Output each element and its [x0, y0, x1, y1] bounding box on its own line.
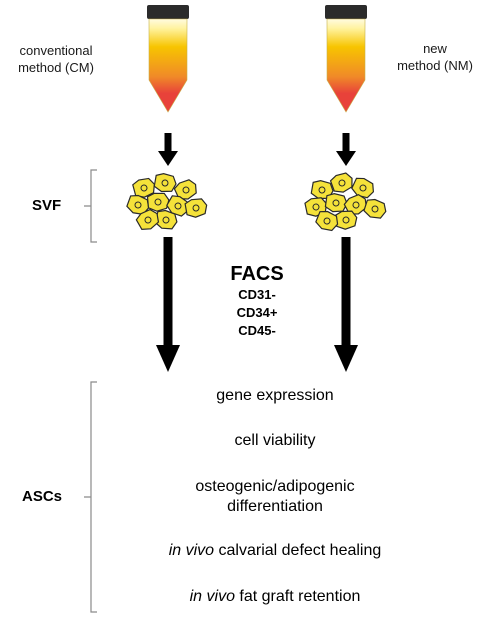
cm-label-line2: method (CM) [18, 60, 94, 75]
left-tube-body [148, 18, 188, 113]
cell [135, 208, 160, 230]
nm-label-line2: method (NM) [397, 58, 473, 73]
cell [324, 193, 348, 213]
left-tube-cap [147, 5, 189, 19]
facs-title: FACS [230, 263, 284, 285]
assay-calvarial-in-vivo: in vivo [168, 542, 215, 559]
ascs-bracket [84, 381, 97, 613]
assay-differentiation: osteogenic/adipogenic differentiation [160, 477, 390, 517]
cell [153, 172, 177, 193]
facs-marker-cd31: CD31- [238, 287, 276, 302]
svf-bracket [84, 169, 97, 243]
facs-block: FACS CD31- CD34+ CD45- [207, 262, 307, 340]
cm-label-line1: conventional [19, 43, 93, 58]
cell [315, 210, 339, 232]
assay-cell-viability: cell viability [234, 432, 316, 449]
nm-label-line1: new [423, 41, 447, 56]
right-long-arrow [334, 237, 358, 372]
ascs-label: ASCs [22, 488, 63, 505]
assay-calvarial-defect-healing: in vivo calvarial defect healing [160, 541, 390, 561]
cell [146, 192, 170, 212]
right-cell-cluster [304, 172, 387, 232]
svf-label: SVF [32, 197, 62, 214]
right-tube [325, 5, 367, 113]
nm-label: new method (NM) [385, 40, 485, 74]
facs-marker-cd45: CD45- [238, 323, 276, 338]
left-tube [147, 5, 189, 113]
right-tube-cap [325, 5, 367, 19]
cm-label: conventional method (CM) [8, 42, 104, 76]
assay-fat-graft-text: fat graft retention [234, 588, 361, 605]
cell [184, 198, 208, 218]
right-short-arrow [336, 133, 356, 166]
assay-differentiation-line1: osteogenic/adipogenic [195, 478, 355, 495]
assay-gene-expression: gene expression [216, 387, 334, 404]
left-long-arrow [156, 237, 180, 372]
cell [363, 198, 387, 219]
assay-differentiation-line2: differentiation [227, 498, 323, 515]
cell [329, 172, 353, 193]
assay-fat-graft-in-vivo: in vivo [189, 588, 235, 605]
left-short-arrow [158, 133, 178, 166]
left-cell-cluster [126, 172, 208, 230]
assay-calvarial-text: calvarial defect healing [214, 542, 382, 559]
cell [166, 195, 189, 217]
right-tube-body [326, 18, 366, 113]
cell [334, 210, 358, 230]
cell [351, 177, 375, 199]
facs-marker-cd34: CD34+ [236, 305, 278, 320]
assay-fat-graft-retention: in vivo fat graft retention [160, 587, 390, 607]
